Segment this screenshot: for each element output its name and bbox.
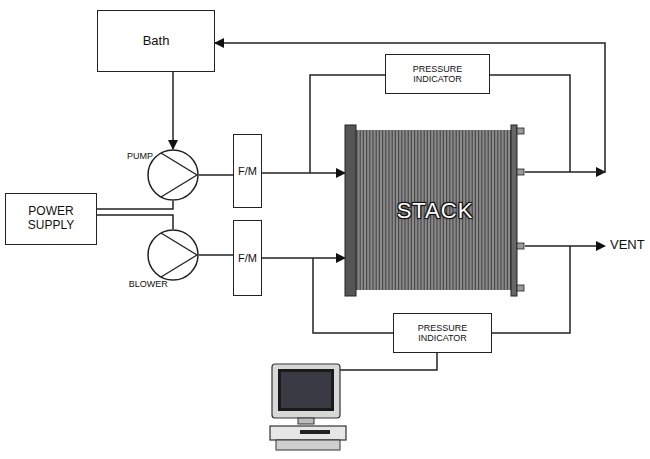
- pump-circle: [147, 229, 199, 281]
- pipe-connector: [262, 257, 345, 259]
- outlet-label: VENT: [610, 238, 645, 253]
- blower-symbol: BLOWER: [147, 229, 199, 281]
- box-label: Bath: [143, 34, 170, 49]
- vent-line: [525, 245, 598, 247]
- component-label: PUMP: [127, 151, 153, 161]
- box-label: F/M: [238, 252, 257, 265]
- pipe-connector: [199, 254, 233, 256]
- pipe-connector: [262, 172, 345, 174]
- box-label: PRESSURE INDICATOR: [406, 64, 469, 85]
- pipe-connector: [97, 201, 173, 209]
- stack-block: STACK: [345, 125, 525, 296]
- box-label: F/M: [238, 165, 257, 178]
- box-label: STACK: [397, 198, 474, 223]
- box-label: PRESSURE INDICATOR: [412, 323, 473, 344]
- flowmeter-box: F/M: [233, 220, 262, 296]
- computer-icon: [270, 364, 346, 450]
- arrow-head: [596, 241, 606, 251]
- pipe-connector: [199, 174, 233, 176]
- pump-circle: [147, 149, 199, 201]
- indicator-box: PRESSURE INDICATOR: [393, 313, 492, 353]
- power-box: POWER SUPPLY: [5, 193, 97, 245]
- box-label: POWER SUPPLY: [18, 205, 84, 233]
- pipe-connector: [97, 215, 173, 229]
- indicator-box: PRESSURE INDICATOR: [385, 54, 490, 94]
- flowmeter-box: F/M: [233, 134, 262, 208]
- pump-symbol: PUMP: [147, 149, 199, 201]
- component-label: BLOWER: [129, 279, 168, 289]
- pipe-connector: [172, 72, 174, 149]
- tank-box: Bath: [97, 10, 215, 72]
- signal-wire: [340, 353, 437, 370]
